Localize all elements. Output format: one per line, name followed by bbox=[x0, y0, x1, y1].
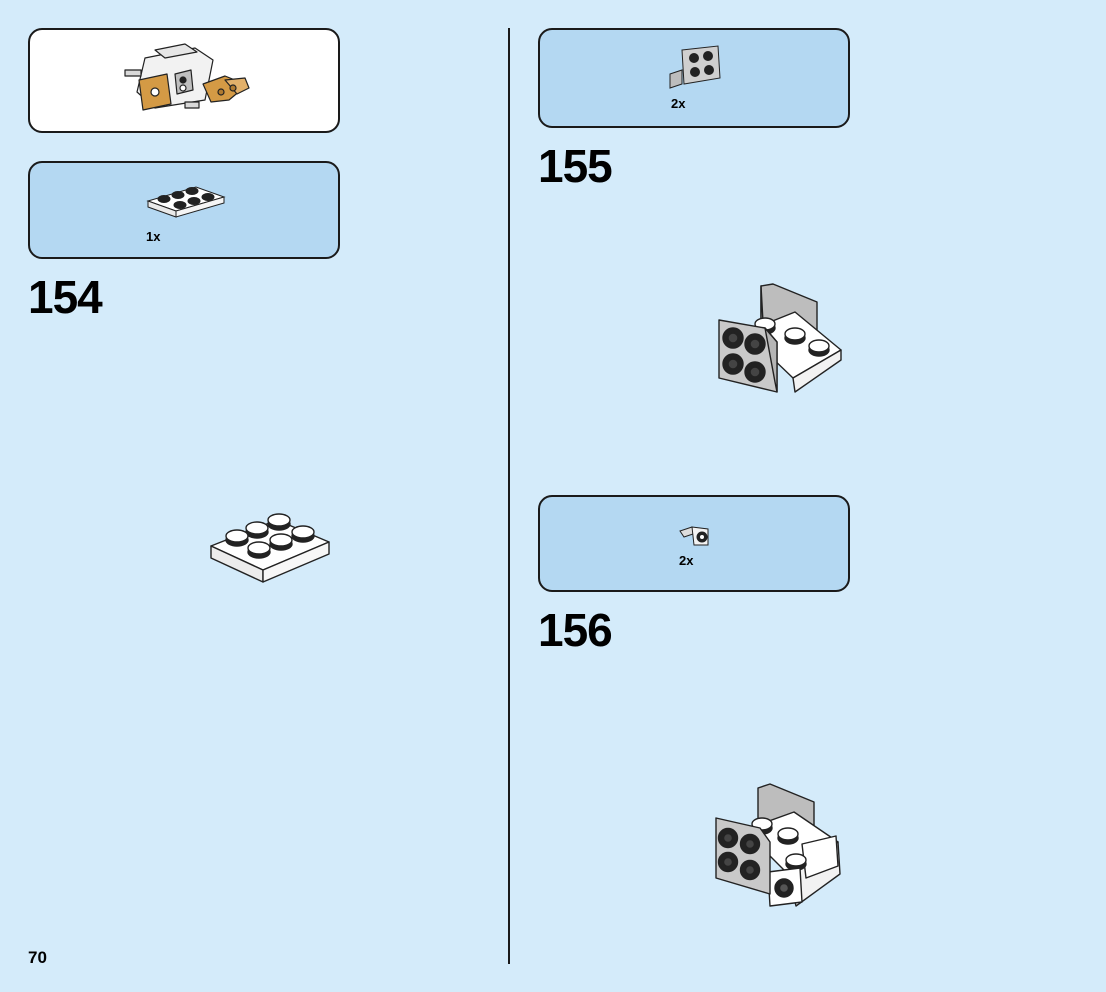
step-154-model bbox=[210, 513, 330, 583]
parts-list-step-154: 1x bbox=[28, 161, 340, 259]
step-155-model bbox=[718, 283, 842, 393]
step-number: 154 bbox=[28, 271, 103, 323]
step-number: 155 bbox=[538, 140, 613, 192]
white-bracket-1x1-icon bbox=[679, 526, 709, 546]
page-number: 70 bbox=[28, 948, 47, 967]
subassembly-model-icon bbox=[124, 43, 250, 111]
white-plate-2x3-icon bbox=[146, 186, 226, 218]
grey-bracket-2x2-icon bbox=[669, 45, 721, 89]
part-quantity: 2x bbox=[679, 553, 694, 568]
parts-list-step-156: 2x bbox=[538, 495, 850, 592]
part-quantity: 1x bbox=[146, 229, 161, 244]
step-156-model bbox=[715, 783, 841, 907]
subassembly-callout bbox=[28, 28, 340, 133]
part-quantity: 2x bbox=[671, 96, 686, 111]
column-divider bbox=[508, 28, 510, 964]
step-number: 156 bbox=[538, 604, 613, 656]
parts-list-step-155: 2x bbox=[538, 28, 850, 128]
